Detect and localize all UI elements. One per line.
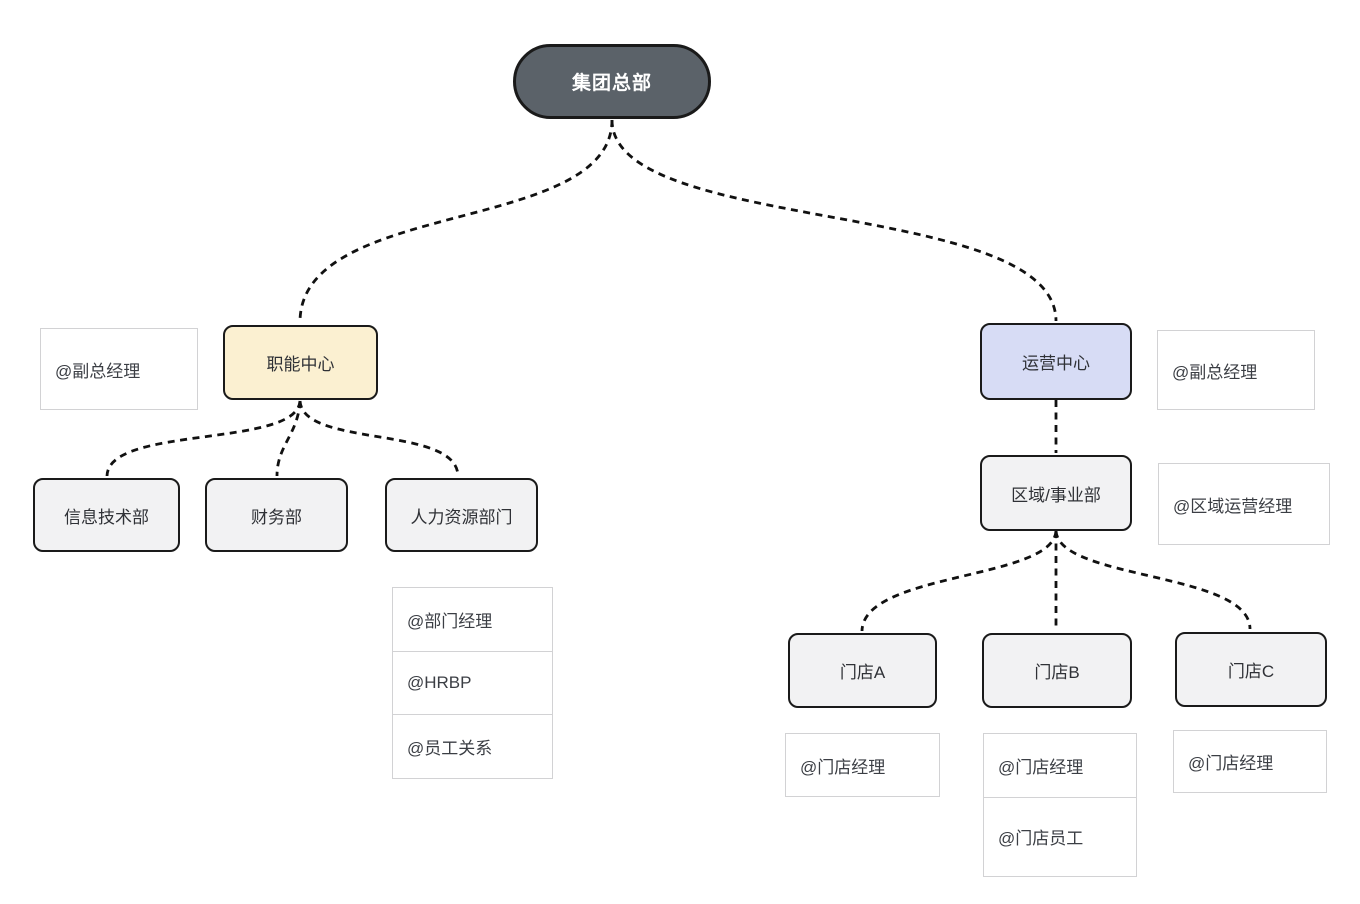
- node-store-a-label: 门店A: [839, 663, 886, 682]
- role-box-store-b-staff-label: @门店员工: [998, 829, 1084, 848]
- edge-root-operations: [610, 119, 1058, 322]
- role-box-store-b-manager-label: @门店经理: [998, 758, 1084, 777]
- node-operations-center[interactable]: 运营中心: [980, 323, 1132, 400]
- edge-region-store-a: [860, 530, 1058, 632]
- role-box-functional-vp-label: @副总经理: [55, 361, 141, 381]
- edge-functional-hr: [298, 400, 460, 477]
- edge-functional-it: [105, 400, 302, 477]
- node-it-department[interactable]: 信息技术部: [33, 478, 180, 552]
- role-box-hr-manager-label: @部门经理: [407, 612, 493, 631]
- role-stack-store-b: @门店经理 @门店员工: [983, 733, 1137, 877]
- role-box-employee-relations[interactable]: @员工关系: [392, 714, 553, 779]
- node-store-a[interactable]: 门店A: [788, 633, 937, 708]
- node-region-business-unit[interactable]: 区域/事业部: [980, 455, 1132, 531]
- node-hr-department-label: 人力资源部门: [410, 507, 513, 527]
- node-region-business-unit-label: 区域/事业部: [1011, 485, 1101, 505]
- node-group-hq[interactable]: 集团总部: [513, 44, 711, 119]
- role-box-operations-vp[interactable]: @副总经理: [1157, 330, 1315, 410]
- role-box-store-b-manager[interactable]: @门店经理: [983, 733, 1137, 798]
- node-store-c[interactable]: 门店C: [1175, 632, 1327, 707]
- role-box-store-c-manager-label: @门店经理: [1188, 754, 1274, 773]
- node-finance-department[interactable]: 财务部: [205, 478, 348, 552]
- node-group-hq-label: 集团总部: [571, 73, 652, 94]
- role-box-region-ops-manager-label: @区域运营经理: [1173, 496, 1293, 516]
- role-box-region-ops-manager[interactable]: @区域运营经理: [1158, 463, 1330, 545]
- role-box-hrbp-label: @HRBP: [407, 673, 472, 692]
- edge-root-functional: [298, 119, 614, 323]
- role-box-hrbp[interactable]: @HRBP: [392, 650, 553, 716]
- node-functional-center[interactable]: 职能中心: [223, 325, 378, 400]
- role-box-store-b-staff[interactable]: @门店员工: [983, 796, 1137, 877]
- node-functional-center-label: 职能中心: [266, 355, 335, 374]
- node-finance-department-label: 财务部: [251, 507, 302, 527]
- role-box-store-a-manager[interactable]: @门店经理: [785, 733, 940, 797]
- role-box-functional-vp[interactable]: @副总经理: [40, 328, 198, 410]
- edge-region-store-c: [1054, 530, 1252, 630]
- node-operations-center-label: 运营中心: [1022, 354, 1090, 373]
- node-store-b[interactable]: 门店B: [982, 633, 1132, 708]
- role-box-store-a-manager-label: @门店经理: [800, 757, 886, 777]
- node-store-c-label: 门店C: [1227, 662, 1275, 681]
- node-store-b-label: 门店B: [1034, 663, 1080, 682]
- edge-functional-finance: [275, 400, 302, 477]
- node-hr-department[interactable]: 人力资源部门: [385, 478, 538, 552]
- role-box-store-c-manager[interactable]: @门店经理: [1173, 730, 1327, 793]
- role-box-employee-relations-label: @员工关系: [407, 739, 493, 758]
- node-it-department-label: 信息技术部: [64, 507, 149, 527]
- role-box-operations-vp-label: @副总经理: [1172, 362, 1258, 382]
- role-stack-hr: @部门经理 @HRBP @员工关系: [392, 587, 553, 779]
- role-box-hr-manager[interactable]: @部门经理: [392, 587, 553, 652]
